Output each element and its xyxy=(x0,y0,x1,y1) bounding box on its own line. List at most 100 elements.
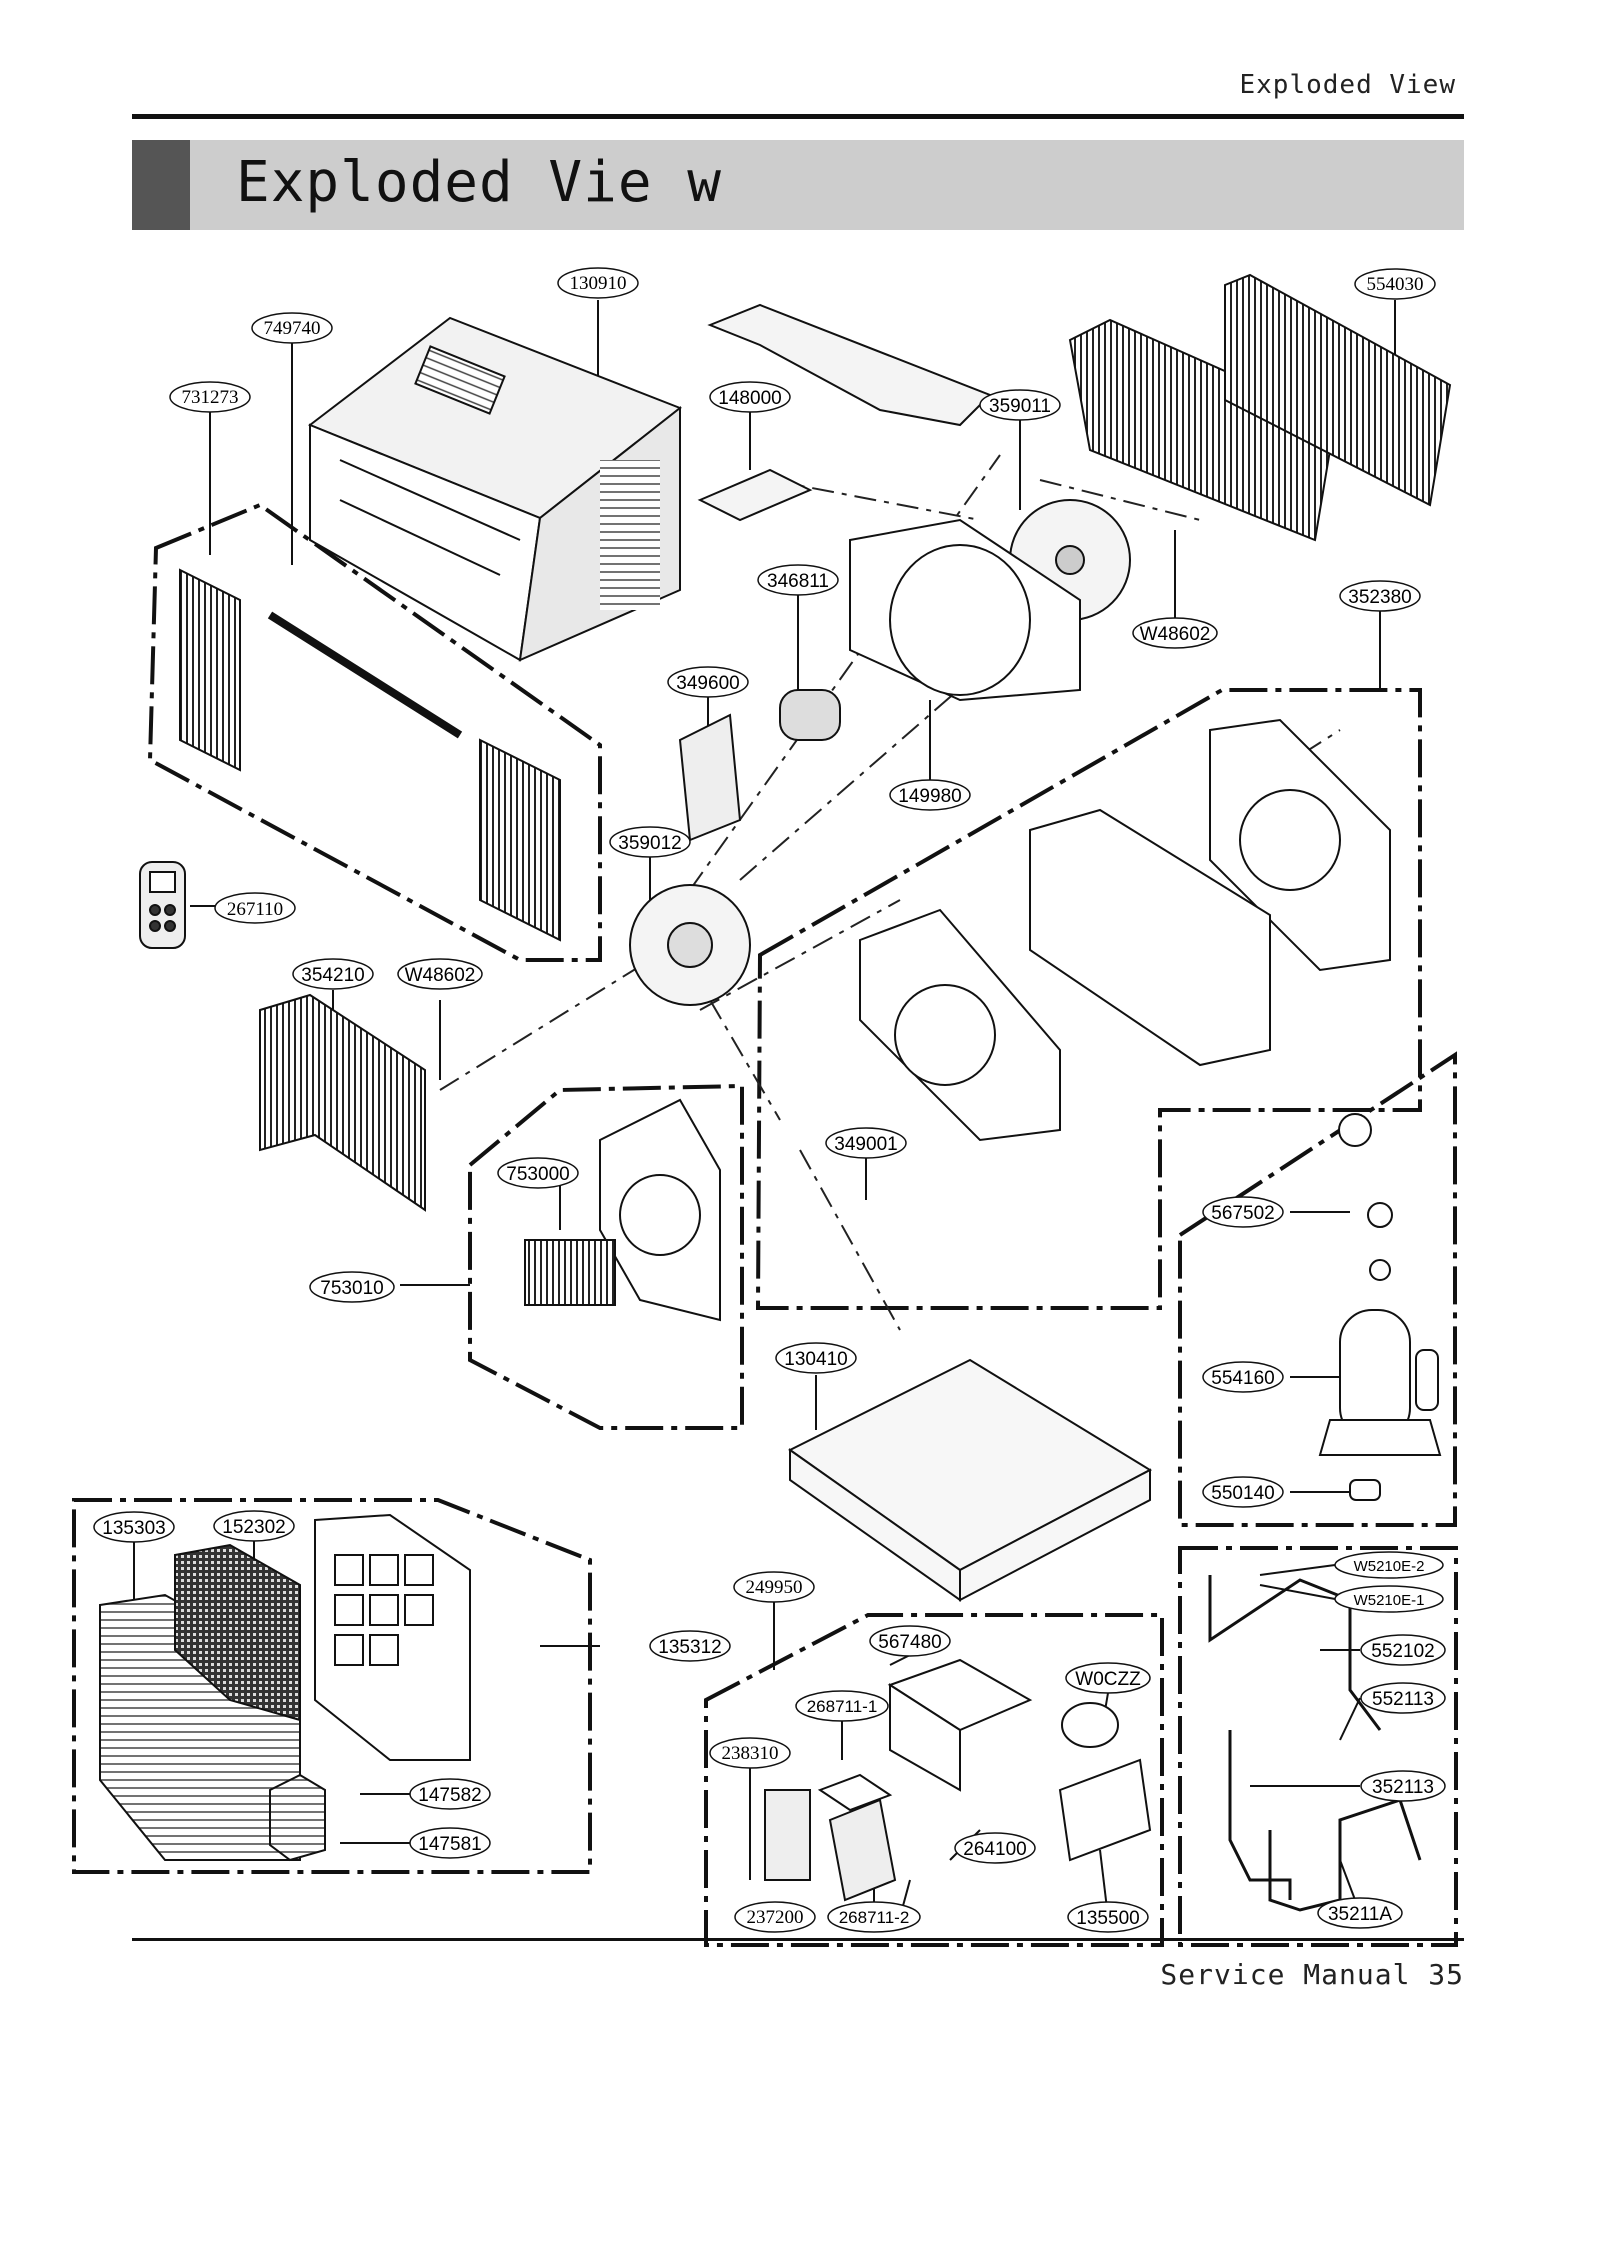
label-731273: 731273 xyxy=(169,381,251,413)
label-554160: 554160 xyxy=(1202,1361,1284,1393)
label-text: 267110 xyxy=(227,899,283,920)
remote-drawing xyxy=(139,861,186,949)
label-text: 359012 xyxy=(618,833,681,854)
label-text: 135312 xyxy=(658,1637,721,1658)
page-title: Exploded Vie w xyxy=(236,150,723,215)
label-text: 149980 xyxy=(898,786,961,807)
label-554030: 554030 xyxy=(1354,268,1436,300)
outline-condenser-motor xyxy=(468,1083,744,1430)
label-346811: 346811 xyxy=(757,564,839,596)
label-text: 152302 xyxy=(222,1517,285,1538)
label-130410: 130410 xyxy=(775,1342,857,1374)
label-753000: 753000 xyxy=(497,1157,579,1189)
label-text: 352113 xyxy=(1372,1777,1434,1798)
label-267110: 267110 xyxy=(214,892,296,924)
label-text: W5210E-1 xyxy=(1354,1592,1425,1609)
outline-front-frame xyxy=(147,502,602,962)
cabinet-drawing xyxy=(307,316,682,662)
label-550140: 550140 xyxy=(1202,1476,1284,1508)
label-text: 567502 xyxy=(1211,1203,1274,1224)
group-outlines xyxy=(72,502,1458,1947)
label-349001: 349001 xyxy=(825,1127,907,1159)
label-text: 359011 xyxy=(989,396,1051,417)
label-147581: 147581 xyxy=(409,1827,491,1859)
label-text: 349600 xyxy=(676,673,739,694)
label-349600: 349600 xyxy=(667,666,749,698)
outline-compressor xyxy=(1178,1051,1457,1527)
label-135303: 135303 xyxy=(93,1511,175,1543)
label-text: 148000 xyxy=(718,388,781,409)
compressor-drawing xyxy=(1318,1113,1442,1501)
label-text: 35211A xyxy=(1328,1904,1392,1925)
label-text: 552102 xyxy=(1371,1641,1434,1662)
label-w48602-a: W48602 xyxy=(1132,617,1218,649)
label-w0czz: W0CZZ xyxy=(1065,1662,1151,1694)
label-text: 554160 xyxy=(1211,1368,1274,1389)
label-text: 249950 xyxy=(746,1577,803,1598)
outline-control-box xyxy=(704,1613,1164,1947)
control-box-drawing xyxy=(764,1658,1152,1902)
label-text: 753010 xyxy=(320,1278,383,1299)
title-banner: Exploded Vie w xyxy=(132,140,1464,230)
label-135500: 135500 xyxy=(1067,1901,1149,1933)
label-text: 552113 xyxy=(1372,1689,1434,1710)
heater-assembly-drawing xyxy=(524,1098,721,1322)
label-text: 753000 xyxy=(506,1164,569,1185)
label-text: 749740 xyxy=(264,318,321,339)
label-text: 147581 xyxy=(418,1834,481,1855)
label-text: 731273 xyxy=(182,387,239,408)
label-148000: 148000 xyxy=(709,381,791,413)
label-text: 354210 xyxy=(301,965,364,986)
label-w5210e-2: W5210E-2 xyxy=(1334,1551,1444,1579)
label-text: W5210E-2 xyxy=(1354,1558,1425,1575)
piping-drawing xyxy=(1208,1575,1422,1912)
label-149980: 149980 xyxy=(889,779,971,811)
label-268711-1: 268711-1 xyxy=(795,1690,889,1722)
front-grille-drawing xyxy=(99,1513,471,1862)
label-text: W48602 xyxy=(1140,624,1211,645)
label-text: 130410 xyxy=(784,1349,847,1370)
label-text: 135500 xyxy=(1076,1908,1139,1929)
label-35211a: 35211A xyxy=(1317,1897,1403,1929)
label-354210: 354210 xyxy=(292,958,374,990)
outline-front-grille xyxy=(72,1498,592,1874)
label-text: W48602 xyxy=(405,965,476,986)
label-352380: 352380 xyxy=(1339,580,1421,612)
label-567480: 567480 xyxy=(869,1625,951,1657)
shroud-drawing xyxy=(678,518,1081,842)
front-frame-drawing xyxy=(179,568,561,942)
label-130910: 130910 xyxy=(557,267,639,299)
label-text: 349001 xyxy=(834,1134,897,1155)
label-text: 237200 xyxy=(747,1907,804,1928)
label-147582: 147582 xyxy=(409,1778,491,1810)
label-352113: 352113 xyxy=(1360,1770,1446,1802)
label-text: 550140 xyxy=(1211,1483,1274,1504)
label-152302: 152302 xyxy=(213,1510,295,1542)
label-749740: 749740 xyxy=(251,312,333,344)
part-labels: 130910 749740 731273 148000 359011 55403… xyxy=(93,267,1446,1933)
footer-rule xyxy=(132,1938,1464,1941)
label-text: 352380 xyxy=(1348,587,1411,608)
label-552102: 552102 xyxy=(1360,1634,1446,1666)
label-567502: 567502 xyxy=(1202,1196,1284,1228)
label-text: 268711-2 xyxy=(839,1908,910,1927)
evaporator-drawing xyxy=(1068,273,1452,542)
top-bracket-drawing xyxy=(697,303,992,522)
label-text: 554030 xyxy=(1367,274,1424,295)
label-text: W0CZZ xyxy=(1075,1669,1141,1690)
label-359011: 359011 xyxy=(979,389,1061,421)
outline-piping xyxy=(1178,1546,1458,1947)
label-135312: 135312 xyxy=(649,1630,731,1662)
label-text: 264100 xyxy=(963,1839,1026,1860)
label-552113: 552113 xyxy=(1360,1682,1446,1714)
label-text: 130910 xyxy=(570,273,627,294)
label-text: 567480 xyxy=(878,1632,941,1653)
label-237200: 237200 xyxy=(734,1901,816,1933)
label-268711-2: 268711-2 xyxy=(827,1901,921,1933)
label-text: 135303 xyxy=(102,1518,165,1539)
header-section-label: Exploded View xyxy=(1239,70,1456,100)
condenser-drawing xyxy=(259,993,426,1212)
label-w48602-b: W48602 xyxy=(397,958,483,990)
label-359012: 359012 xyxy=(609,826,691,858)
